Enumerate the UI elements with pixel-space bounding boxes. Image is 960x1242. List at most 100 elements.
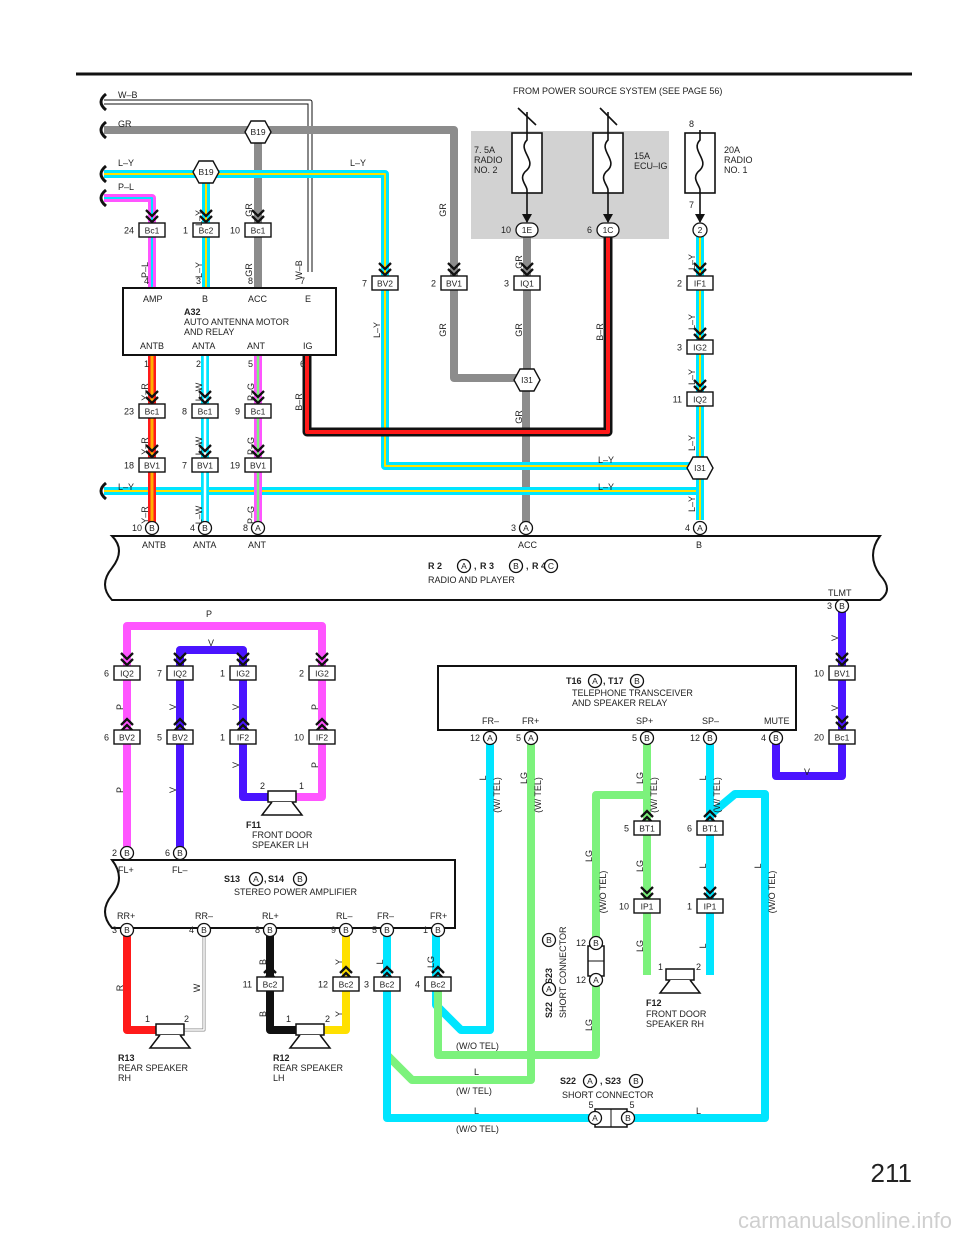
connector-pin: 8: [182, 407, 187, 417]
connector-code: IQ2: [693, 395, 707, 405]
pin-marker-letter: B: [593, 938, 599, 948]
pin-marker-letter: B: [435, 925, 441, 935]
tel-name-2: AND SPEAKER RELAY: [572, 698, 667, 708]
pin-marker-number: 12: [576, 975, 586, 985]
pin-marker-letter: B: [201, 925, 207, 935]
connector-code: BV1: [144, 461, 160, 471]
wire-label-68: B: [258, 959, 268, 965]
telephone-relay-box: [437, 665, 797, 731]
a32-name-1: AUTO ANTENNA MOTOR: [184, 317, 290, 327]
wire-label-40: V: [231, 704, 241, 710]
wire-label-77: L: [474, 1106, 479, 1116]
connector-code: IQ2: [173, 669, 187, 679]
speaker-r13: [148, 1023, 192, 1049]
wire-label-37: V: [208, 638, 214, 648]
connector-pin: 10: [294, 733, 304, 743]
connector-code: Bc2: [263, 980, 278, 990]
tel-name-1: TELEPHONE TRANSCEIVER: [572, 688, 693, 698]
fuse-output-arrows: [522, 214, 705, 223]
wire-label-17: B–R: [294, 393, 304, 411]
junction-code: I31: [521, 375, 533, 385]
wires: [104, 99, 846, 1122]
f12-id: F12: [646, 998, 662, 1008]
pin-marker-letter: B: [707, 733, 713, 743]
pin-marker-number: 5: [372, 925, 377, 935]
connector-pin: 1: [220, 669, 225, 679]
pin-marker-b-9: B9: [331, 922, 354, 938]
pin-marker-b-5: B5: [632, 730, 655, 746]
pin-marker-number: 5: [516, 733, 521, 743]
wire-label-76: (W/ TEL): [456, 1086, 492, 1096]
pin-marker-b-12: B12: [690, 730, 718, 746]
junction-i31-left: I31: [513, 368, 541, 392]
speaker-r12-pin-1: 1: [286, 1014, 291, 1024]
a32-term-anta: ANTA: [192, 341, 215, 351]
fuse-connector-2: 2: [692, 222, 708, 238]
pin-marker-number: 3: [511, 523, 516, 533]
connector-code: BV2: [377, 279, 393, 289]
r13-id: R13: [118, 1053, 135, 1063]
radio-term-antb: ANTB: [142, 540, 166, 550]
pin-marker-number: 6: [165, 848, 170, 858]
wire-label-61: LG: [635, 940, 645, 952]
wire-label-43: V: [168, 787, 178, 793]
wire-label-55: L: [698, 775, 708, 780]
pin-marker-number: 2: [112, 848, 117, 858]
wire-label-52: (W/ TEL): [533, 777, 543, 813]
a32-term-e: E: [305, 294, 311, 304]
wire-label-26: GR: [438, 323, 448, 337]
s22b-title-marker-b: B: [628, 1073, 644, 1089]
pin-marker-a-5: A5: [587, 1100, 603, 1126]
amp-term-rr-minus: RR–: [195, 911, 213, 921]
wire-label-15: L–W: [194, 382, 204, 401]
connector-pin: 18: [124, 461, 134, 471]
connector-code: Bc2: [339, 980, 354, 990]
connector-pin: 1: [220, 733, 225, 743]
connector-pin: 10: [814, 669, 824, 679]
pin-marker-letter: B: [773, 733, 779, 743]
wire-label-4: L–Y: [350, 158, 366, 168]
a32-pin-anta: 2: [196, 359, 201, 369]
wire-label-13: W–B: [294, 260, 304, 280]
tel-term-sp-minus: SP–: [702, 716, 719, 726]
title-letter: A: [592, 676, 598, 686]
connector-code: Bc1: [251, 226, 266, 236]
connector-bv1-pin-18: BV1 18: [124, 457, 166, 473]
wire-label-41: P: [310, 704, 320, 710]
fuse-2-line-2: ECU–IG: [634, 161, 668, 171]
wire-label-39: V: [168, 704, 178, 710]
amp-name: STEREO POWER AMPLIFIER: [234, 887, 358, 897]
wire-label-6: L–Y: [598, 455, 614, 465]
wire-label-35: L–Y: [687, 496, 697, 512]
a32-pin-acc: 8: [248, 276, 253, 286]
pin-marker-a-12: A12: [470, 730, 498, 746]
wire-label-12: GR: [244, 263, 254, 277]
fuse-block-background: [471, 131, 669, 239]
connector-pin: 5: [624, 824, 629, 834]
wire-label-62: L: [698, 943, 708, 948]
junction-b19-mid: B19: [192, 160, 220, 184]
pin-marker-letter: B: [343, 925, 349, 935]
pin-marker-number: 4: [189, 925, 194, 935]
radio-title-marker-b: B: [508, 558, 524, 574]
pin-marker-number: 12: [576, 938, 586, 948]
wire-label-21: Y–R: [140, 506, 150, 524]
radio-title-r2: R 2: [428, 561, 442, 571]
connector-pin: 10: [230, 226, 240, 236]
wire-label-71: LG: [426, 956, 436, 968]
r12-name-1: REAR SPEAKER: [273, 1063, 344, 1073]
connector-code: IQ1: [520, 279, 534, 289]
wire-label-16: P–G: [246, 383, 256, 401]
amp-title-comma: ,: [264, 874, 267, 884]
